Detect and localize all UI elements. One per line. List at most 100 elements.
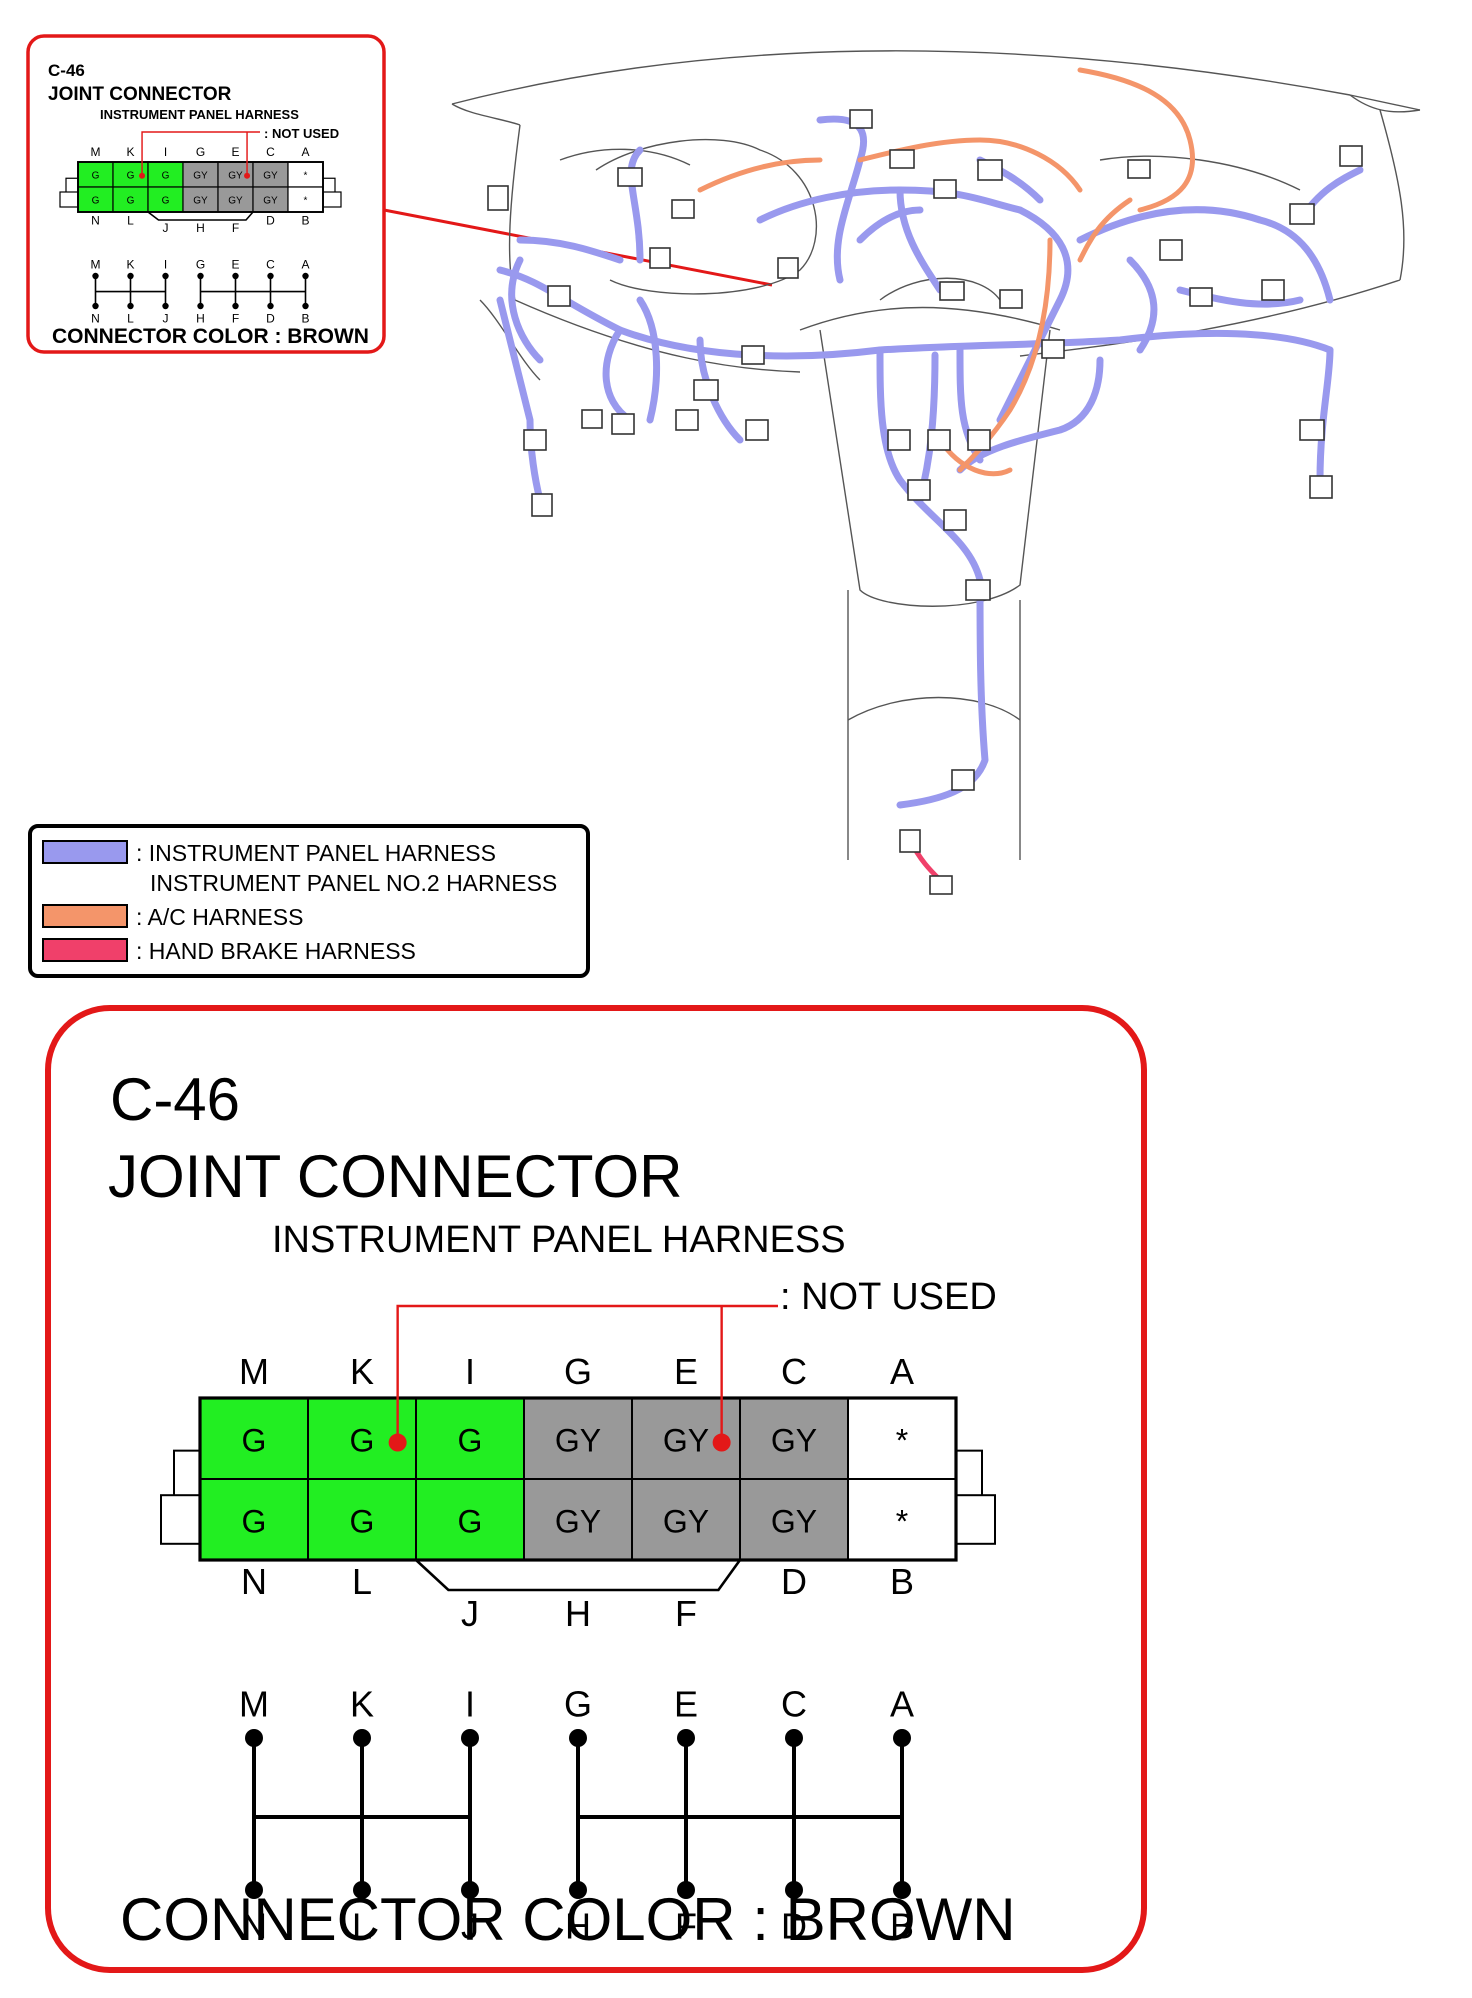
schematic-node: [353, 1729, 371, 1747]
pin-letter: N: [241, 1561, 267, 1602]
schematic-letter: M: [91, 257, 101, 271]
pin-color-label: *: [304, 196, 308, 207]
pin-color-label: GY: [555, 1503, 601, 1539]
schematic-node: [162, 272, 169, 280]
schematic-node: [785, 1729, 803, 1747]
not-used-marker: [388, 1433, 407, 1452]
schematic-letter: I: [465, 1683, 475, 1724]
schematic-node: [232, 272, 239, 280]
schematic-node: [461, 1881, 479, 1899]
large-not-used-label: : NOT USED: [780, 1276, 997, 1318]
schematic-node: [569, 1729, 587, 1747]
schematic-node: [245, 1729, 263, 1747]
pin-color-label: GY: [263, 171, 278, 182]
pin-letter: L: [127, 214, 134, 228]
pin-letter: N: [91, 214, 100, 228]
harness-legend: : INSTRUMENT PANEL HARNESS INSTRUMENT PA…: [28, 824, 590, 978]
not-used-marker: [244, 172, 251, 179]
pin-cell: [252, 161, 289, 188]
pin-letter: A: [890, 1351, 914, 1392]
schematic-node: [569, 1881, 587, 1899]
connector-latch: [147, 211, 254, 221]
schematic-letter: F: [232, 312, 239, 326]
pin-letter: J: [461, 1593, 479, 1634]
small-connector-panel: C-46 JOINT CONNECTOR INSTRUMENT PANEL HA…: [26, 34, 386, 354]
schematic-node: [302, 272, 309, 280]
schematic-letter: N: [91, 312, 100, 326]
schematic-letter: K: [126, 257, 134, 271]
schematic-node: [302, 302, 309, 310]
large-connector-title: JOINT CONNECTOR: [108, 1143, 682, 1210]
schematic-letter: I: [164, 257, 167, 271]
legend-label: : A/C HARNESS: [136, 904, 304, 930]
legend-item-instrument-panel: : INSTRUMENT PANEL HARNESS INSTRUMENT PA…: [42, 838, 557, 898]
harness-drawing: [383, 50, 1421, 895]
pin-color-label: G: [162, 171, 170, 182]
schematic-node: [267, 272, 274, 280]
pin-color-label: G: [242, 1422, 267, 1458]
pin-letter: M: [91, 145, 101, 159]
pin-letter: M: [239, 1351, 269, 1392]
schematic-letter: C: [266, 257, 275, 271]
pin-cell: [631, 1478, 741, 1561]
legend-label: : HAND BRAKE HARNESS: [136, 938, 416, 964]
pin-letter: G: [196, 145, 205, 159]
connector-latch: [415, 1559, 742, 1592]
small-connector-color: CONNECTOR COLOR : BROWN: [52, 325, 369, 348]
pin-color-label: *: [896, 1503, 908, 1539]
not-used-leader: [141, 131, 260, 176]
pin-letter: B: [301, 214, 309, 228]
pin-color-label: GY: [771, 1503, 817, 1539]
pin-letter: G: [564, 1351, 592, 1392]
schematic-letter: E: [674, 1683, 698, 1724]
pin-color-label: G: [162, 196, 170, 207]
schematic-node: [785, 1881, 803, 1899]
pin-color-label: *: [304, 171, 308, 182]
schematic-letter: B: [301, 312, 309, 326]
schematic-letter: G: [564, 1683, 592, 1724]
legend-label: INSTRUMENT PANEL NO.2 HARNESS: [150, 870, 558, 896]
schematic-letter: J: [163, 312, 169, 326]
schematic-node: [267, 302, 274, 310]
legend-item-hand-brake: : HAND BRAKE HARNESS: [42, 936, 416, 966]
pin-letter: C: [266, 145, 275, 159]
large-connector-code: C-46: [110, 1066, 240, 1133]
pin-letter: K: [126, 145, 134, 159]
small-connector-code: C-46: [48, 61, 85, 80]
large-connector-panel: C-46 JOINT CONNECTOR INSTRUMENT PANEL HA…: [45, 1005, 1147, 1973]
pin-color-label: G: [242, 1503, 267, 1539]
schematic-letter: D: [781, 1906, 807, 1947]
schematic-letter: L: [352, 1906, 372, 1947]
pin-letter: E: [674, 1351, 698, 1392]
pin-letter: K: [350, 1351, 374, 1392]
small-not-used-label: : NOT USED: [264, 126, 339, 141]
large-connector-color: CONNECTOR COLOR : BROWN: [120, 1886, 1016, 1953]
legend-swatch-red: [42, 938, 128, 962]
schematic-letter: C: [781, 1683, 807, 1724]
legend-item-ac: : A/C HARNESS: [42, 902, 303, 932]
schematic-node: [893, 1729, 911, 1747]
pin-color-label: G: [458, 1422, 483, 1458]
schematic-node: [127, 302, 134, 310]
pin-cell: [252, 186, 289, 213]
schematic-letter: F: [675, 1906, 697, 1947]
pin-cell: [199, 1397, 309, 1480]
schematic-letter: H: [196, 312, 205, 326]
schematic-node: [92, 272, 99, 280]
pin-color-label: GY: [228, 196, 243, 207]
pin-color-label: G: [92, 171, 100, 182]
schematic-letter: L: [127, 312, 134, 326]
pin-color-label: G: [350, 1503, 375, 1539]
schematic-node: [127, 272, 134, 280]
connector-outline: [198, 1396, 958, 1562]
pin-color-label: G: [127, 196, 135, 207]
small-connector-harness: INSTRUMENT PANEL HARNESS: [100, 107, 299, 122]
schematic-letter: A: [301, 257, 309, 271]
connector-outline: [77, 161, 324, 213]
pin-letter: E: [231, 145, 239, 159]
dashboard-outline: [451, 50, 1421, 860]
schematic-letter: D: [266, 312, 275, 326]
pin-cell: [182, 161, 219, 188]
pin-letter: I: [164, 145, 167, 159]
